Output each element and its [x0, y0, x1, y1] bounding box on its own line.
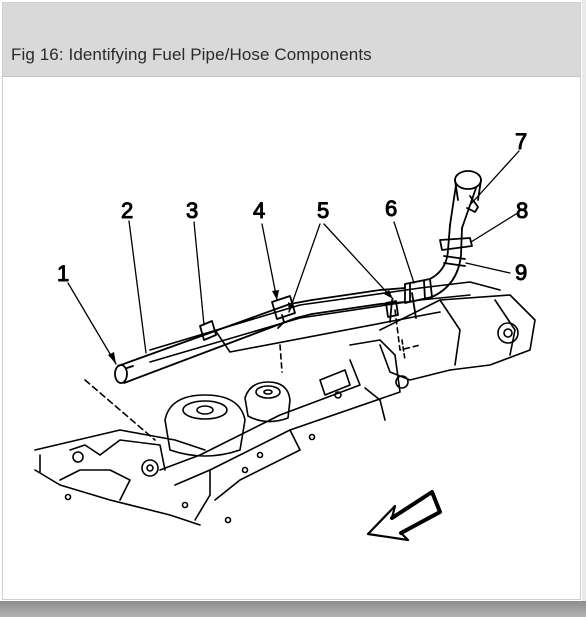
callout-1: 1	[57, 261, 69, 286]
page-edge	[582, 0, 586, 601]
figure-frame: Fig 16: Identifying Fuel Pipe/Hose Compo…	[2, 2, 581, 600]
callout-5: 5	[317, 198, 329, 223]
figure-title: Fig 16: Identifying Fuel Pipe/Hose Compo…	[11, 45, 372, 64]
callout-9: 9	[515, 260, 527, 285]
callout-leaders	[67, 150, 520, 365]
callout-8: 8	[516, 198, 528, 223]
callout-7: 7	[515, 129, 527, 154]
callout-2: 2	[121, 198, 133, 223]
forward-direction-arrow	[366, 490, 442, 542]
frame-rails	[34, 281, 536, 526]
figure-header: Fig 16: Identifying Fuel Pipe/Hose Compo…	[3, 3, 580, 77]
callout-arrowheads	[108, 290, 393, 364]
callout-labels: 1 2 3 4 5 6 7 8 9	[57, 129, 529, 287]
callout-4: 4	[253, 198, 265, 223]
window-bottom-bar	[0, 601, 586, 617]
callout-3: 3	[186, 198, 198, 223]
callout-6: 6	[385, 196, 397, 221]
fuel-pipe-assembly	[114, 170, 482, 384]
